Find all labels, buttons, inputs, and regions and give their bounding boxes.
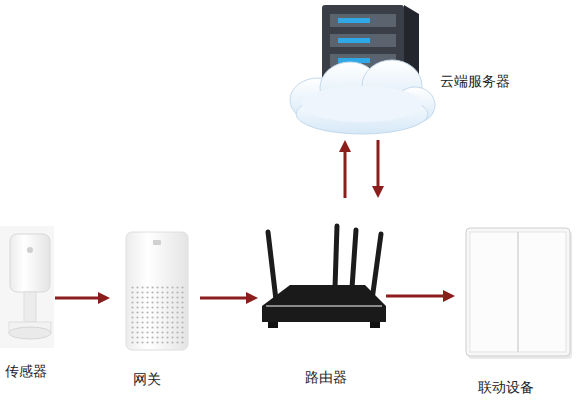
arrow-head — [98, 292, 110, 304]
arrow-shaft — [200, 297, 248, 300]
gateway-body — [126, 232, 188, 350]
router-node: 路由器 — [258, 198, 386, 340]
arrow-shaft — [344, 150, 347, 198]
arrow-shaft — [55, 297, 100, 300]
server-slot — [330, 34, 396, 47]
gateway-speaker-grille — [129, 284, 185, 346]
router-antenna — [372, 234, 381, 300]
sensor-illustration — [0, 226, 54, 348]
flow-arrow — [372, 140, 384, 198]
router-antenna — [268, 232, 276, 300]
gateway-logo — [153, 240, 161, 245]
arrow-head — [443, 290, 455, 302]
sensor-body — [10, 234, 50, 292]
sensor-lens — [27, 247, 33, 253]
switch-divider — [517, 232, 519, 352]
sensor-stand — [24, 292, 36, 322]
arrow-shaft — [386, 295, 445, 298]
gateway-node: 网关 — [110, 228, 200, 355]
router-illustration — [262, 226, 386, 328]
device-label: 传感器 — [5, 362, 47, 380]
switch-rocker — [470, 232, 566, 352]
arrow-head — [246, 292, 258, 304]
arrow-head — [339, 140, 351, 152]
arrow-shaft — [377, 140, 380, 188]
device-label: 联动设备 — [478, 378, 534, 396]
cloud-shape — [290, 60, 435, 134]
sensor-backdrop — [0, 226, 54, 348]
gateway-illustration — [126, 232, 188, 350]
flow-arrow — [339, 140, 351, 198]
arrow-head — [372, 186, 384, 198]
cloud-server-node: 云端服务器 — [285, 0, 432, 140]
device-label: 路由器 — [305, 368, 347, 386]
flow-arrow — [55, 292, 110, 304]
flow-arrow — [386, 290, 455, 302]
device-label: 云端服务器 — [440, 72, 510, 90]
cloud-server-illustration — [290, 5, 435, 134]
router-trim — [266, 305, 382, 307]
router-antenna — [352, 230, 356, 288]
sensor-node: 传感器 — [0, 225, 55, 355]
device-label: 网关 — [133, 370, 161, 388]
server-light — [338, 38, 370, 43]
router-foot — [370, 322, 380, 328]
cloud-highlight — [302, 86, 422, 122]
sensor-foot — [9, 327, 51, 339]
router-antenna — [335, 226, 337, 288]
flow-arrow — [200, 292, 258, 304]
switch-plate — [466, 228, 570, 356]
switch-shadow — [468, 231, 572, 359]
server-slot — [330, 14, 396, 27]
server-light — [338, 18, 370, 23]
router-foot — [268, 322, 278, 328]
switch-illustration — [466, 228, 572, 359]
device-node: 联动设备 — [455, 222, 575, 360]
router-body — [262, 285, 386, 322]
